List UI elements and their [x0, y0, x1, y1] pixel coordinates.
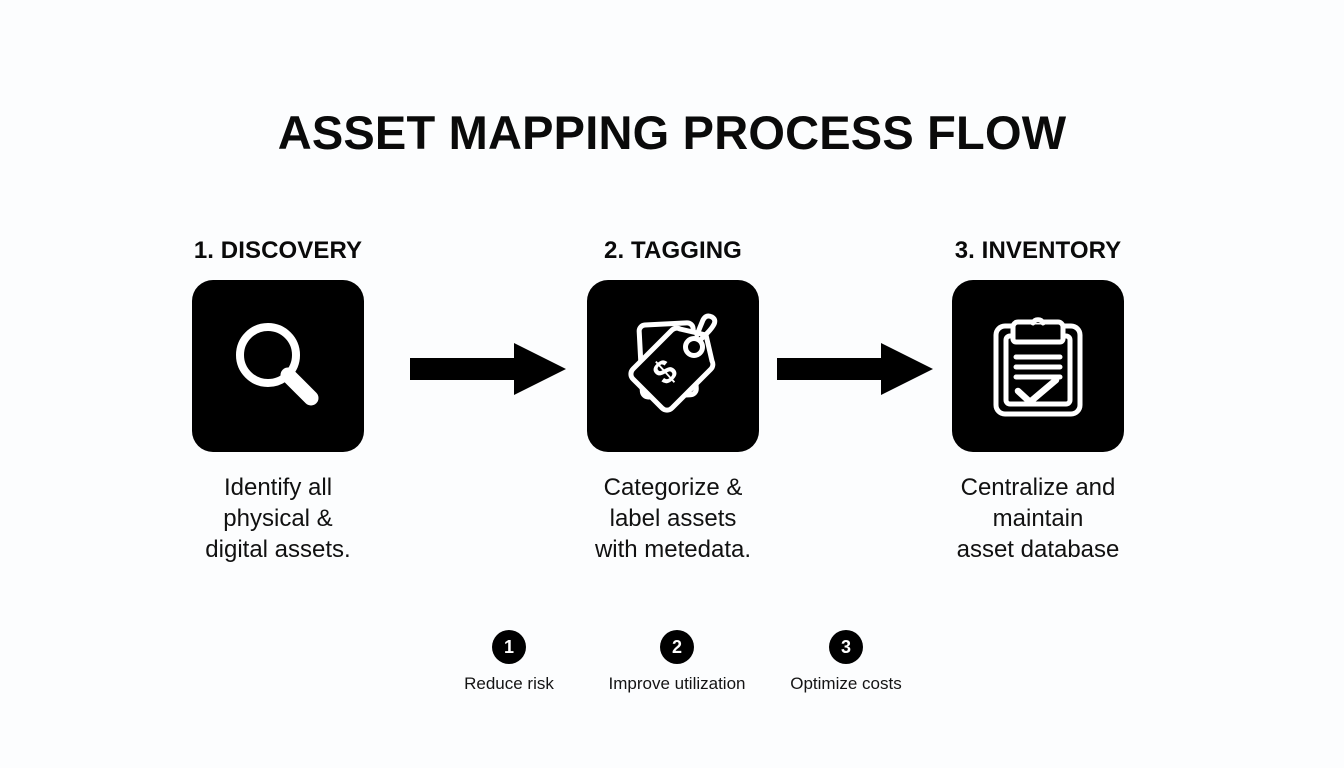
step-heading: 2. TAGGING	[604, 237, 742, 264]
clipboard-check-icon	[982, 310, 1094, 422]
process-steps: 1. DISCOVERY Identify all physical & dig…	[158, 236, 1186, 576]
step-icon-tile-wrap	[918, 280, 1158, 452]
step-description-line: physical &	[223, 505, 333, 532]
step-description-line: Identify all	[223, 474, 333, 501]
benefit-badge: 3	[829, 630, 863, 664]
step-description: Identify all physical & digital assets.	[158, 472, 398, 565]
benefit-item: 3 Optimize costs	[760, 630, 932, 695]
step-description-line: asset database	[956, 536, 1120, 563]
step-icon-tile: $	[587, 280, 759, 452]
step-heading: 1. DISCOVERY	[193, 237, 363, 264]
step-description-line: maintain	[992, 505, 1084, 532]
step-description-line: Categorize &	[603, 474, 743, 501]
benefit-label: Improve utilization	[608, 674, 746, 693]
benefits-row: 1 Reduce risk 2 Improve utilization 3 Op…	[410, 630, 930, 710]
step-description-line: label assets	[609, 505, 737, 532]
step-heading: 3. INVENTORY	[954, 237, 1122, 264]
benefit-badge: 1	[492, 630, 526, 664]
process-step-discovery: 1. DISCOVERY Identify all physical & dig…	[158, 236, 398, 565]
benefit-item: 2 Improve utilization	[590, 630, 764, 695]
benefit-label: Optimize costs	[790, 674, 902, 693]
price-tag-icon: $	[614, 307, 732, 425]
arrow-right-icon	[410, 343, 566, 395]
step-description-line: Centralize and	[960, 474, 1116, 501]
step-description-line: with metedata.	[594, 536, 752, 563]
magnifier-icon	[223, 311, 333, 421]
step-description-line: digital assets.	[205, 536, 351, 563]
step-description: Categorize & label assets with metedata.	[553, 472, 793, 565]
step-description: Centralize and maintain asset database	[918, 472, 1158, 565]
step-icon-tile	[192, 280, 364, 452]
page-title: ASSET MAPPING PROCESS FLOW	[277, 106, 1067, 159]
step-icon-tile-wrap	[158, 280, 398, 452]
step-icon-tile	[952, 280, 1124, 452]
benefit-item: 1 Reduce risk	[423, 630, 595, 695]
arrow-right-icon	[777, 343, 933, 395]
process-step-inventory: 3. INVENTORY	[918, 236, 1158, 565]
step-icon-tile-wrap: $	[553, 280, 793, 452]
benefit-label: Reduce risk	[464, 674, 554, 693]
process-step-tagging: 2. TAGGING $	[553, 236, 793, 565]
benefit-badge: 2	[660, 630, 694, 664]
